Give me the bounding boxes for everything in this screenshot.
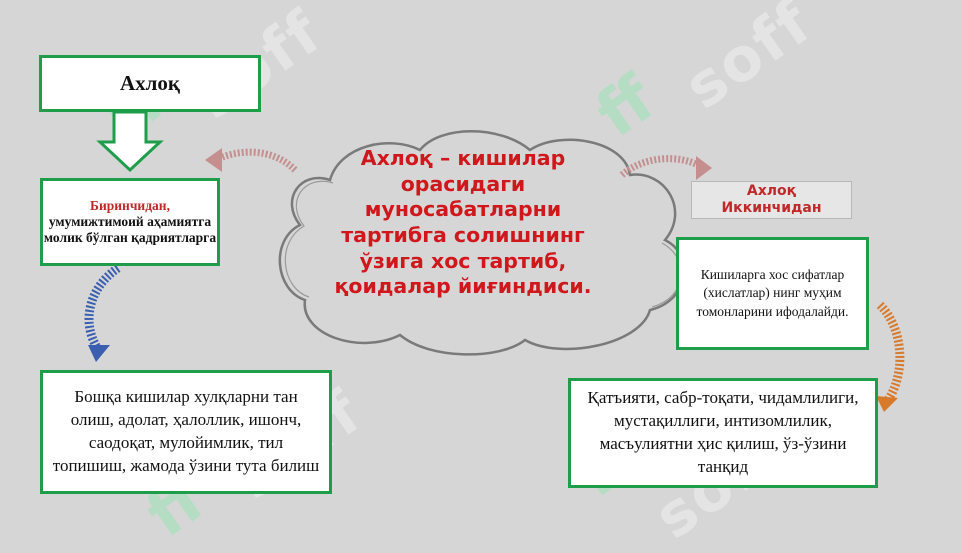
right-bottom-box: Қатъияти, сабр-тоқати, чидамлилиги, муст…	[568, 378, 878, 488]
down-arrow	[96, 110, 164, 173]
bottom-left-box: Бошқа кишилар хулқларни тан олиш, адолат…	[40, 370, 332, 494]
right-curved-arrow	[619, 155, 702, 178]
title-box: Ахлоқ	[39, 55, 261, 112]
right-bottom-text: Қатъияти, сабр-тоқати, чидамлилиги, муст…	[587, 388, 859, 476]
title-text: Ахлоқ	[119, 71, 181, 95]
diagram-graphics	[84, 110, 905, 412]
right-middle-box: Кишиларга хос сифатлар (хислатлар) нинг …	[676, 237, 869, 350]
first-box: Биринчидан, умумижтимоий аҳамиятга молик…	[40, 178, 220, 266]
right-middle-text: Кишиларга хос сифатлар (хислатлар) нинг …	[696, 267, 849, 319]
bottom-left-text: Бошқа кишилар хулқларни тан олиш, адолат…	[52, 387, 320, 475]
first-heading: Биринчидан,	[90, 197, 170, 213]
blue-curved-arrow	[84, 264, 121, 355]
first-body: умумижтимоий аҳамиятга молик бўлган қадр…	[43, 213, 217, 246]
orange-curved-arrow	[876, 301, 905, 403]
left-curved-arrow	[218, 148, 298, 173]
center-definition: Ахлоқ – кишилар орасидаги муносабатларни…	[334, 146, 592, 299]
second-label: Ахлоқ Иккинчидан	[691, 181, 852, 219]
second-label-line1: Ахлоқ	[746, 183, 797, 199]
cloud-shape	[278, 130, 686, 356]
second-label-line2: Иккинчидан	[721, 199, 822, 216]
